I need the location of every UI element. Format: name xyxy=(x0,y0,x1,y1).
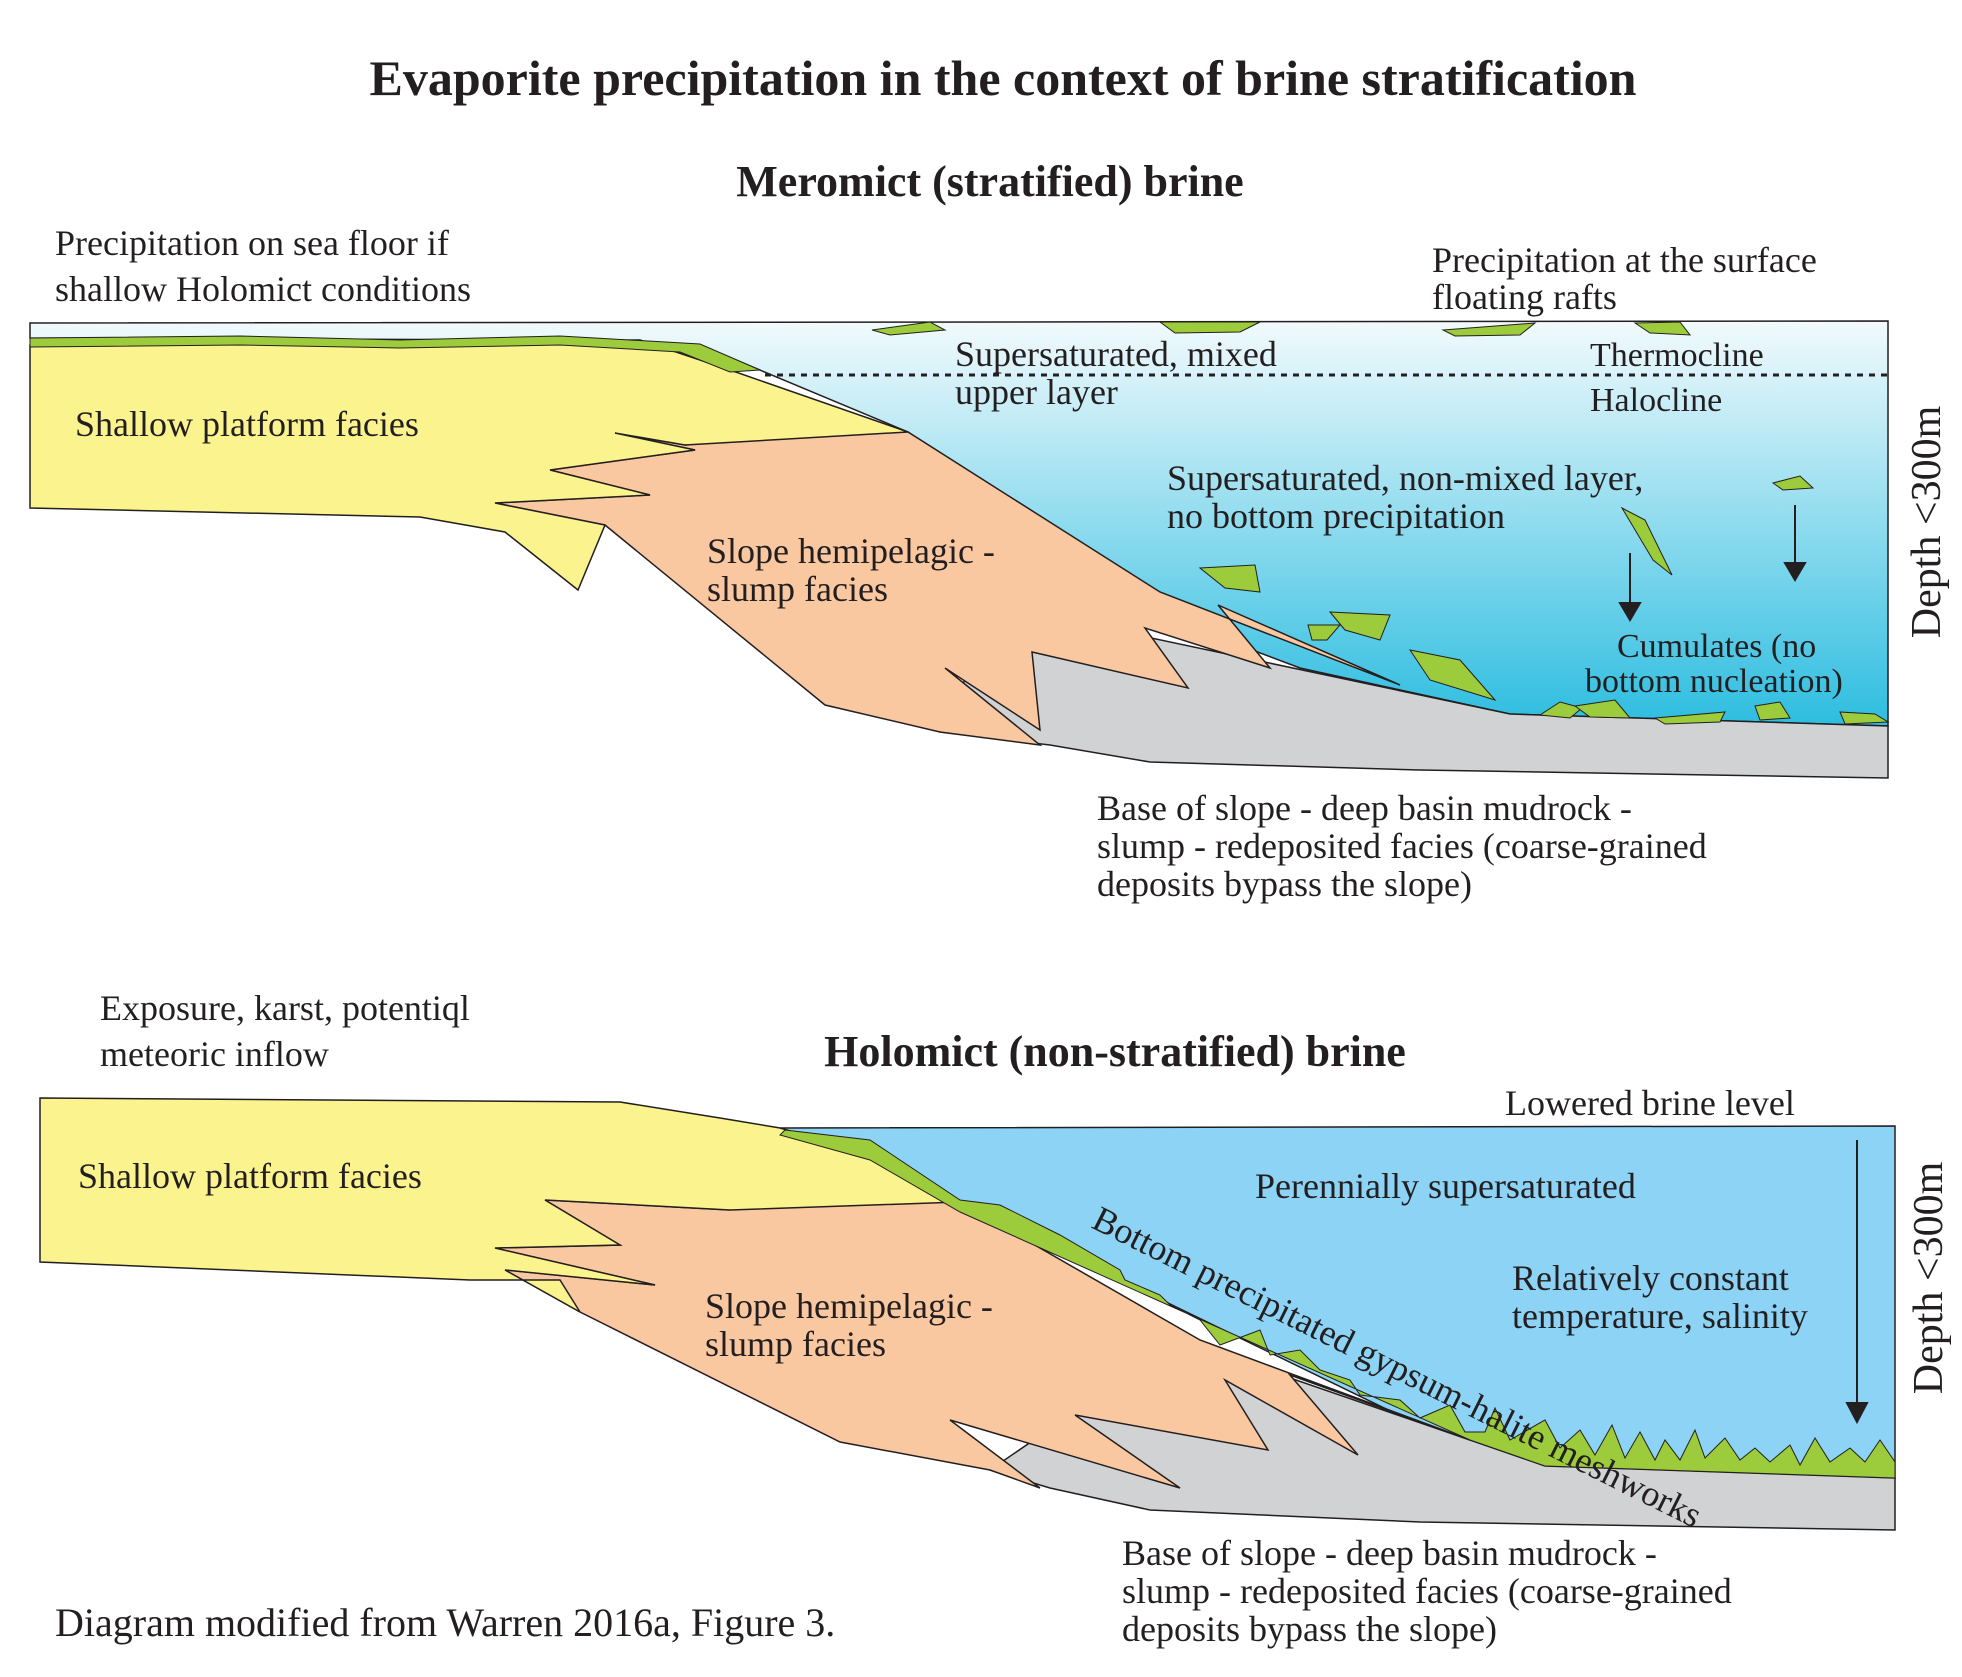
base-of-slope-label-top: Base of slope - deep basin mudrock - slu… xyxy=(1097,788,1716,904)
holomict-slope-label: Slope hemipelagic - slump facies xyxy=(705,1286,1002,1364)
gypsum-halite-meshworks xyxy=(779,1129,1896,1479)
surface-precipitation-note: Precipitation at the surface floating ra… xyxy=(1432,240,1826,317)
platform-label: Shallow platform facies xyxy=(75,404,419,444)
perennial-label: Perennially supersaturated xyxy=(1255,1166,1636,1206)
upper-layer-label: Supersaturated, mixed upper layer xyxy=(955,334,1286,412)
lowered-brine-arrow xyxy=(1845,1140,1869,1425)
shallow-platform-facies xyxy=(29,339,909,592)
base-of-slope-label-bottom: Base of slope - deep basin mudrock - slu… xyxy=(1122,1533,1741,1649)
platform-evaporite-crust xyxy=(29,335,761,373)
exposure-note: Exposure, karst, potentiql meteoric infl… xyxy=(100,988,479,1074)
cumulates-label: Cumulates (no bottom nucleation) xyxy=(1585,628,1843,700)
slope-label: Slope hemipelagic - slump facies xyxy=(707,531,1004,609)
sea-floor-precipitation-note: Precipitation on sea floor if shallow Ho… xyxy=(55,223,471,309)
holomict-panel: Exposure, karst, potentiql meteoric infl… xyxy=(39,988,1952,1649)
depth-label-top: Depth <300m xyxy=(1904,405,1950,638)
meromict-heading: Meromict (stratified) brine xyxy=(736,157,1243,206)
holomict-platform-facies xyxy=(39,1097,963,1313)
holomict-heading: Holomict (non-stratified) brine xyxy=(824,1027,1406,1076)
halocline-label: Halocline xyxy=(1590,382,1722,419)
thermocline-label: Thermocline xyxy=(1590,337,1764,374)
cumulates-crystals xyxy=(1538,699,1890,725)
main-title: Evaporite precipitation in the context o… xyxy=(370,50,1637,106)
meromict-panel: Meromict (stratified) brine xyxy=(29,157,1950,904)
credit-note: Diagram modified from Warren 2016a, Figu… xyxy=(55,1600,835,1645)
constant-label: Relatively constant temperature, salinit… xyxy=(1512,1258,1808,1336)
lowered-brine-level-label: Lowered brine level xyxy=(1505,1083,1795,1123)
holomict-platform-label: Shallow platform facies xyxy=(78,1156,422,1196)
suspended-crystals xyxy=(1198,475,1815,701)
depth-label-bottom: Depth <300m xyxy=(1906,1161,1952,1394)
floating-rafts xyxy=(871,321,1692,337)
sinking-arrows xyxy=(1618,505,1807,622)
nonmixed-layer-label: Supersaturated, non-mixed layer, no bott… xyxy=(1167,458,1652,536)
